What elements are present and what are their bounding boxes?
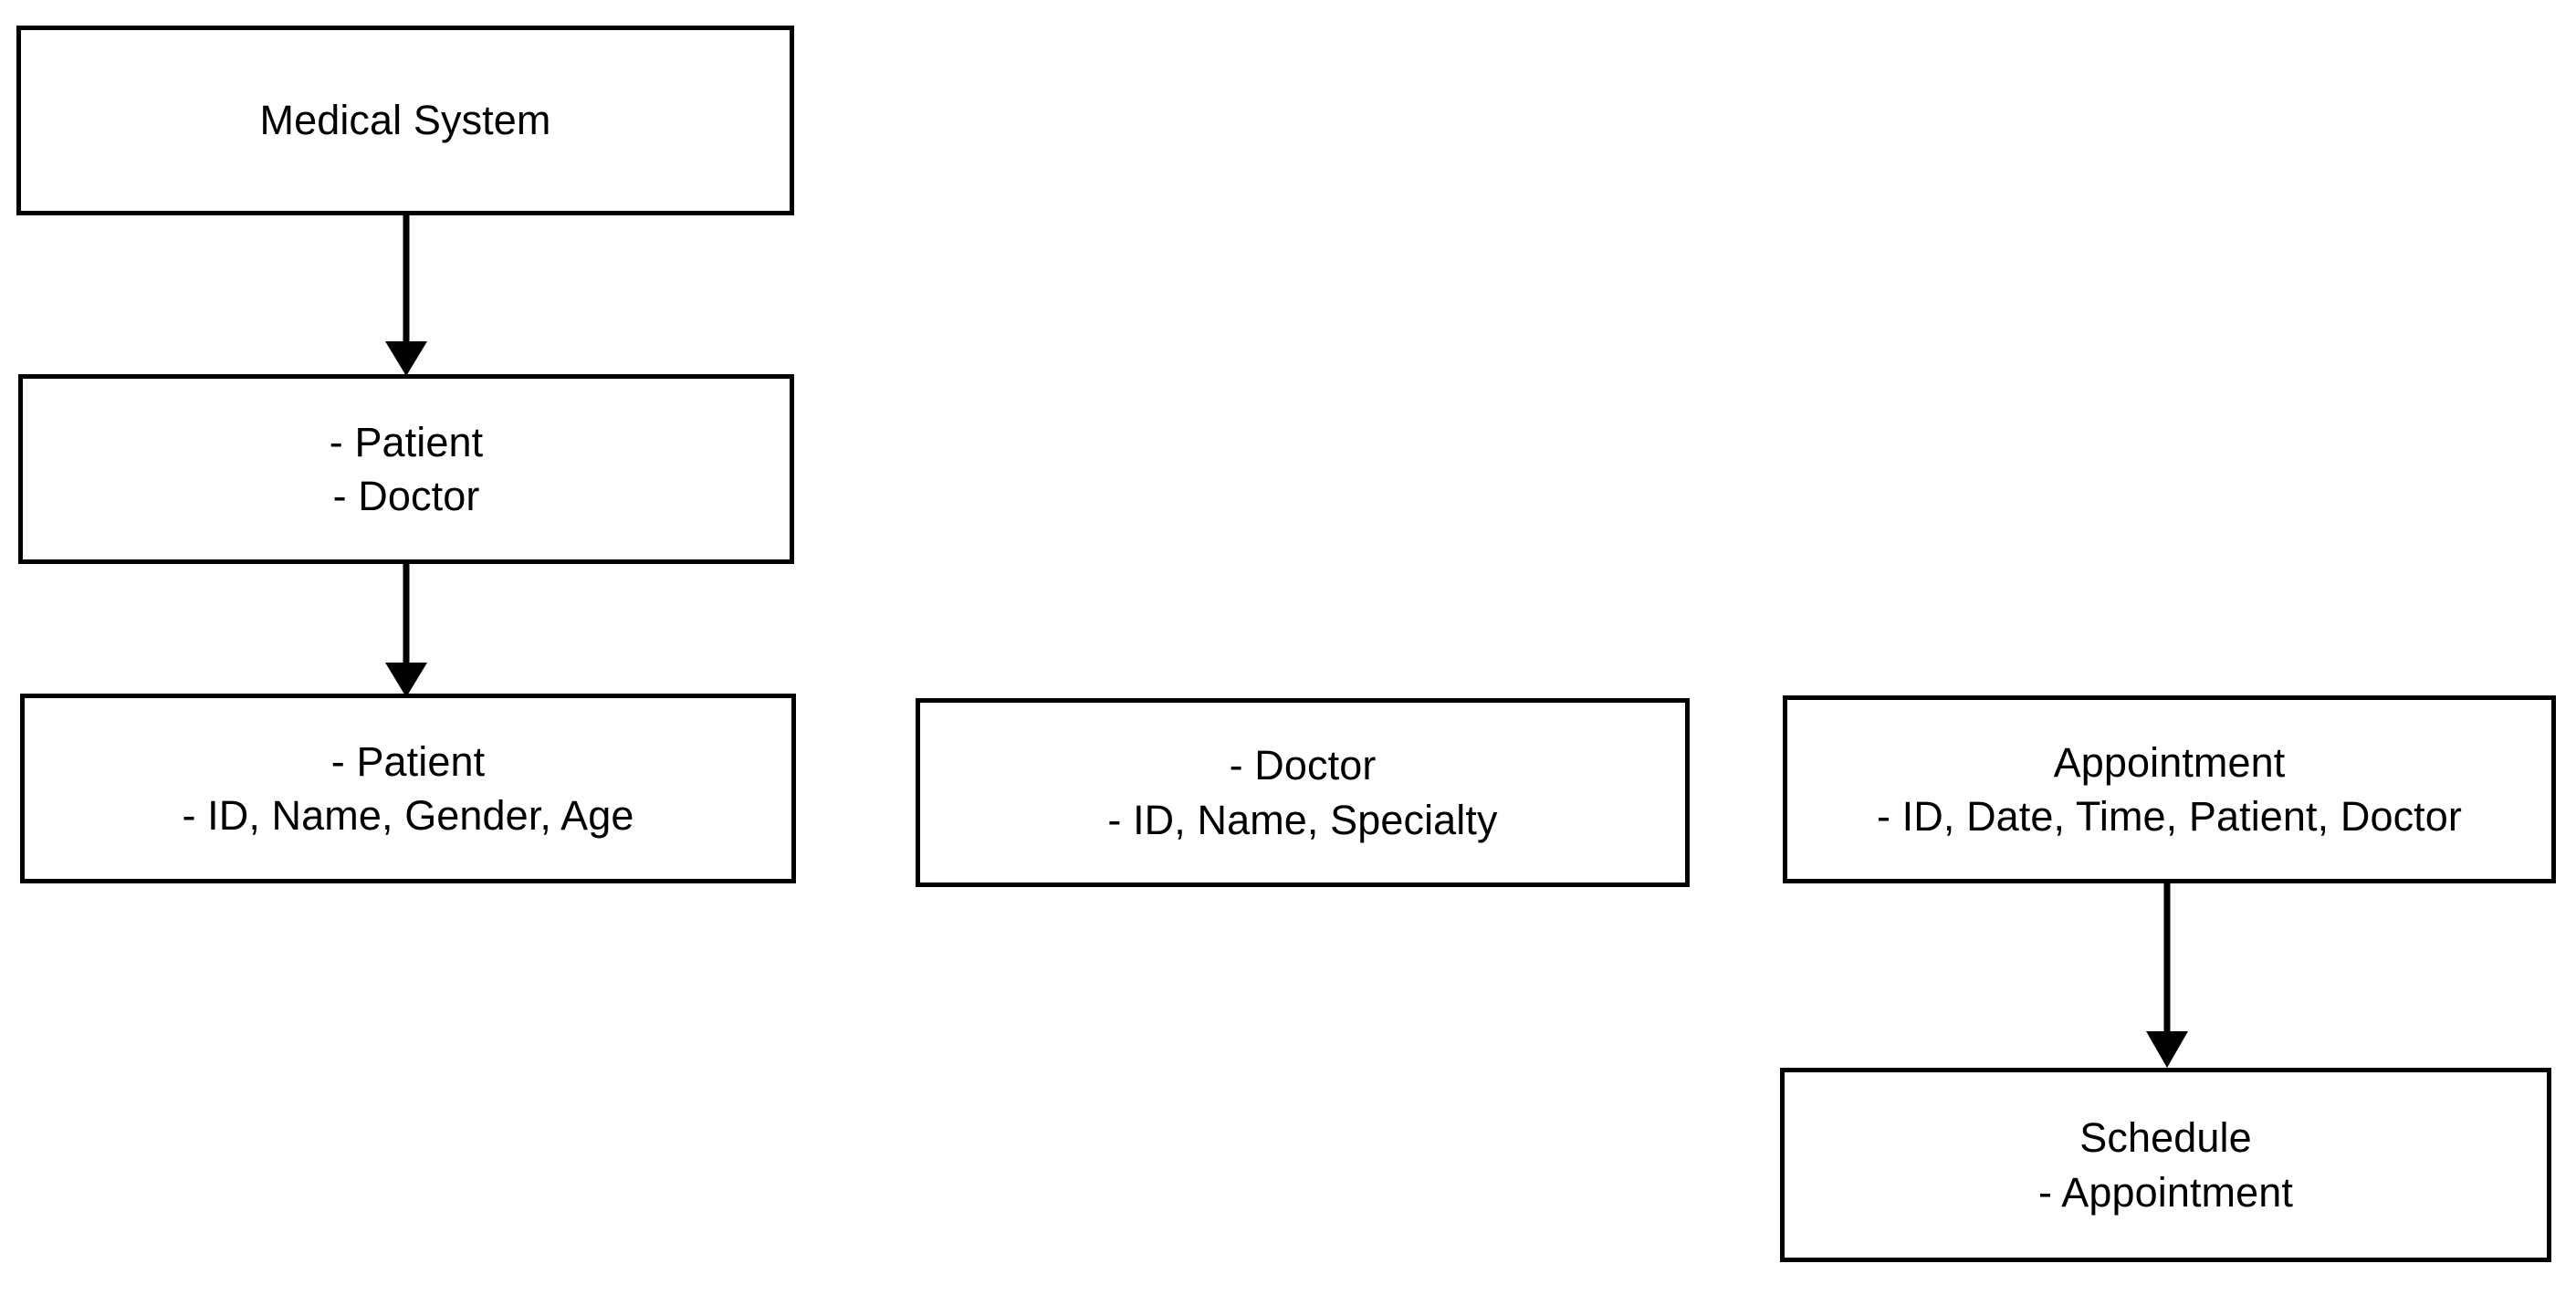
edge-medical-system-to-entities <box>365 212 447 378</box>
node-schedule-line-2: - Appointment <box>2038 1168 2293 1216</box>
node-medical-system-line-1: Medical System <box>259 97 551 144</box>
edge-appointment-to-schedule <box>2126 880 2208 1071</box>
node-appointment-attributes-line-2: - ID, Date, Time, Patient, Doctor <box>1876 793 2462 840</box>
node-entities-line-2: - Doctor <box>332 473 480 519</box>
node-entities-line-1: - Patient <box>329 418 484 465</box>
node-doctor-attributes-line-1: - Doctor <box>1229 742 1377 789</box>
node-entities[interactable]: - Patient - Doctor <box>18 374 794 564</box>
node-schedule[interactable]: Schedule - Appointment <box>1780 1068 2551 1262</box>
node-schedule-line-1: Schedule <box>2079 1114 2252 1162</box>
node-appointment-attributes[interactable]: Appointment - ID, Date, Time, Patient, D… <box>1783 695 2556 883</box>
node-appointment-attributes-line-1: Appointment <box>2053 738 2286 786</box>
node-patient-attributes-line-2: - ID, Name, Gender, Age <box>182 792 634 839</box>
node-patient-attributes-line-1: - Patient <box>330 737 486 785</box>
edge-entities-to-patient-attributes <box>365 560 447 699</box>
node-patient-attributes[interactable]: - Patient - ID, Name, Gender, Age <box>20 694 796 883</box>
node-doctor-attributes-line-2: - ID, Name, Specialty <box>1107 796 1498 843</box>
node-doctor-attributes[interactable]: - Doctor - ID, Name, Specialty <box>916 698 1690 887</box>
node-medical-system[interactable]: Medical System <box>16 26 794 215</box>
